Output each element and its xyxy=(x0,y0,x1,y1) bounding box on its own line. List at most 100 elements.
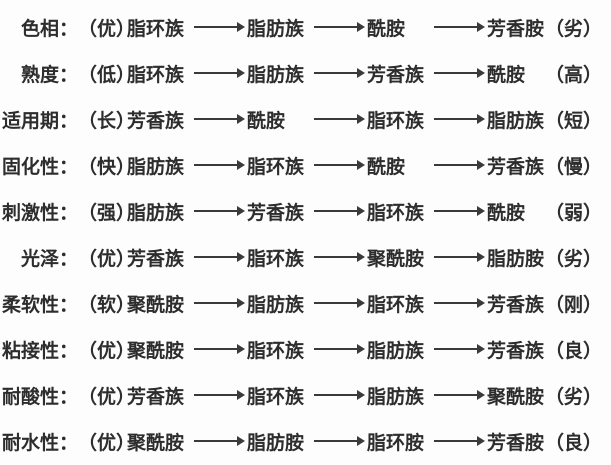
rank-4-item: 芳香胺 xyxy=(487,18,545,40)
worst-qualifier: （劣） xyxy=(545,18,603,40)
rank-2-item: 脂环族 xyxy=(247,386,305,408)
ranking-row-gloss: 光泽： （优） 芳香族 脂环族 聚酰胺 脂肪胺（劣） xyxy=(0,234,611,280)
rank-3-item: 芳香族 xyxy=(367,64,425,86)
right-arrow-icon xyxy=(314,68,365,78)
rank-2-item: 脂肪族 xyxy=(247,18,305,40)
rank-cell: 芳香族（刚） xyxy=(487,290,602,317)
rank-3-item: 脂肪族 xyxy=(367,340,425,362)
right-arrow-icon xyxy=(314,390,365,400)
rank-2-item: 脂环族 xyxy=(247,340,305,362)
rank-cell: 脂肪族 xyxy=(247,60,367,87)
rank-cell: 酰胺 xyxy=(247,106,367,133)
right-arrow-icon xyxy=(434,436,485,446)
ranking-row-softness: 柔软性： （软） 聚酰胺 脂肪族 脂环族 芳香族（刚） xyxy=(0,280,611,326)
worst-qualifier: （高） xyxy=(545,64,603,86)
rank-cell: 聚酰胺 xyxy=(127,290,247,317)
best-qualifier: （长） xyxy=(78,110,136,132)
right-arrow-icon xyxy=(194,68,245,78)
rank-4-item: 芳香胺 xyxy=(487,432,545,454)
property-label: 耐酸性： xyxy=(1,386,78,408)
rank-cell: 脂肪族 xyxy=(367,382,487,409)
rank-3-item: 酰胺 xyxy=(367,156,406,178)
best-qualifier: （优） xyxy=(78,340,136,362)
ranking-row-irritation: 刺激性： （强） 脂肪族 芳香族 脂环族 酰胺（弱） xyxy=(0,188,611,234)
right-arrow-icon xyxy=(194,390,245,400)
property-label: 光泽： xyxy=(20,248,78,270)
rank-1-item: 脂环族 xyxy=(127,18,185,40)
property-label: 色相： xyxy=(20,18,78,40)
rank-1-item: 聚酰胺 xyxy=(127,294,185,316)
right-arrow-icon xyxy=(434,298,485,308)
rank-cell: 脂环族 xyxy=(127,14,247,41)
rank-cell: 脂肪族 xyxy=(127,198,247,225)
right-arrow-icon xyxy=(434,68,485,78)
rank-cell: 脂肪族（短） xyxy=(487,106,602,133)
right-arrow-icon xyxy=(434,160,485,170)
property-label: 柔软性： xyxy=(1,294,78,316)
rank-2-item: 脂肪族 xyxy=(247,294,305,316)
rank-cell: 脂环族 xyxy=(247,382,367,409)
rank-cell: 脂环族 xyxy=(127,60,247,87)
best-qualifier: （优） xyxy=(78,386,136,408)
rank-cell: 脂肪族 xyxy=(247,14,367,41)
right-arrow-icon xyxy=(314,22,365,32)
rank-1-item: 芳香族 xyxy=(127,386,185,408)
worst-qualifier: （良） xyxy=(545,432,603,454)
ranking-row-acid-resistance: 耐酸性： （优） 芳香族 脂环族 脂肪族 聚酰胺（劣） xyxy=(0,372,611,418)
rank-cell: 脂环族 xyxy=(247,336,367,363)
rank-2-item: 脂肪族 xyxy=(247,64,305,86)
property-label: 固化性： xyxy=(1,156,78,178)
rank-4-item: 酰胺 xyxy=(487,64,526,86)
rank-cell: 酰胺（弱） xyxy=(487,198,602,225)
rank-3-item: 酰胺 xyxy=(367,18,406,40)
ranking-row-viscosity: 熟度： （低） 脂环族 脂肪族 芳香族 酰胺 （高） xyxy=(0,50,611,96)
rank-4-item: 酰胺 xyxy=(487,202,526,224)
rank-cell: 芳香胺（良） xyxy=(487,428,602,455)
rank-2-item: 酰胺 xyxy=(247,110,286,132)
rank-1-item: 芳香族 xyxy=(127,248,185,270)
rank-3-item: 脂环族 xyxy=(367,110,425,132)
right-arrow-icon xyxy=(434,390,485,400)
property-label: 耐水性： xyxy=(1,432,78,454)
ranking-row-hue: 色相： （优） 脂环族 脂肪族 酰胺 芳香胺（劣） xyxy=(0,4,611,50)
rank-cell: 脂肪族 xyxy=(367,336,487,363)
property-label: 适用期： xyxy=(1,110,78,132)
best-qualifier: （强） xyxy=(78,202,136,224)
rank-cell: 酰胺 xyxy=(367,152,487,179)
rank-3-item: 聚酰胺 xyxy=(367,248,425,270)
rank-cell: 脂肪胺（劣） xyxy=(487,244,602,271)
right-arrow-icon xyxy=(314,344,365,354)
rank-cell: 脂环族 xyxy=(367,198,487,225)
right-arrow-icon xyxy=(434,344,485,354)
rank-cell: 芳香族 xyxy=(367,60,487,87)
property-label: 刺激性： xyxy=(1,202,78,224)
rank-cell: 脂环族 xyxy=(367,106,487,133)
rank-cell: 脂环族 xyxy=(367,290,487,317)
best-qualifier: （快） xyxy=(78,156,136,178)
rank-2-item: 脂环族 xyxy=(247,248,305,270)
right-arrow-icon xyxy=(314,160,365,170)
rank-cell: 酰胺 xyxy=(367,14,487,41)
right-arrow-icon xyxy=(194,206,245,216)
rank-4-item: 芳香族 xyxy=(487,340,545,362)
right-arrow-icon xyxy=(434,114,485,124)
rank-3-item: 脂肪族 xyxy=(367,386,425,408)
rank-cell: 芳香胺（劣） xyxy=(487,14,602,41)
rank-cell: 聚酰胺 xyxy=(127,428,247,455)
rank-4-item: 芳香族 xyxy=(487,294,545,316)
worst-qualifier: （慢） xyxy=(545,156,603,178)
rank-4-item: 聚酰胺 xyxy=(487,386,545,408)
rank-1-item: 脂环族 xyxy=(127,64,185,86)
best-qualifier: （低） xyxy=(78,64,136,86)
rank-cell: 脂环族 xyxy=(247,152,367,179)
worst-qualifier: （短） xyxy=(545,110,603,132)
rank-3-item: 脂环族 xyxy=(367,294,425,316)
ranking-row-water-resistance: 耐水性： （优） 聚酰胺 脂肪胺 脂环胺 芳香胺（良） xyxy=(0,418,611,464)
rank-cell: 聚酰胺（劣） xyxy=(487,382,602,409)
rank-cell: 聚酰胺 xyxy=(127,336,247,363)
right-arrow-icon xyxy=(194,114,245,124)
property-label: 熟度： xyxy=(20,64,78,86)
right-arrow-icon xyxy=(194,22,245,32)
right-arrow-icon xyxy=(314,114,365,124)
